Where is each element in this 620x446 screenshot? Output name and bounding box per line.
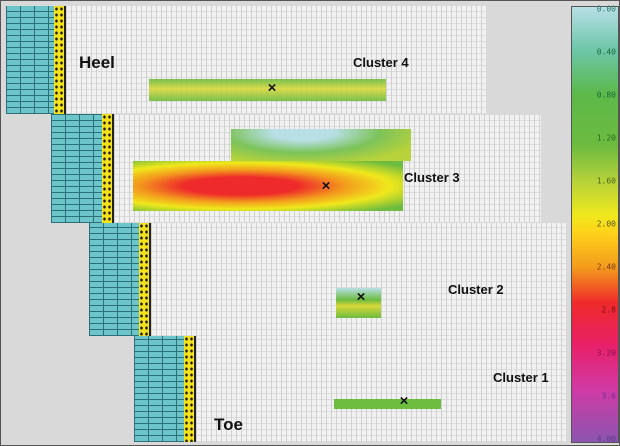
color-scale-tick: 0.00 [596,4,616,14]
color-scale-tick: 0.40 [596,47,616,57]
color-scale-tick: 3.6 [601,391,616,401]
cluster-2-marker: × [356,288,366,306]
color-scale-tick: 4.00 [596,434,616,444]
well-log-1 [134,336,196,442]
cluster-3-marker: × [321,177,331,195]
cluster-3-events-upper [231,129,411,161]
cluster-1-label: Cluster 1 [493,370,549,385]
cluster-4-label: Cluster 4 [353,55,409,70]
stage-panel-1 [196,336,566,442]
cluster-2-label: Cluster 2 [448,282,504,297]
color-scale-tick: 3.20 [596,348,616,358]
cluster-1-marker: × [399,392,409,410]
toe-label: Toe [214,415,243,434]
color-scale-tick: 1.20 [596,133,616,143]
color-scale-tick: 1.60 [596,176,616,186]
color-scale-bar: 0.00 0.40 0.80 1.20 1.60 2.00 2.40 2.8 3.20 3.6 4.… [571,4,619,444]
cluster-3-events-core [133,161,403,211]
cluster-1-events [334,399,441,409]
stage-panel-2 [151,223,566,336]
color-scale-tick: 2.8 [601,305,616,315]
heel-label: Heel [79,53,115,72]
cluster-4-events [149,79,386,101]
well-log-2 [89,223,151,336]
well-log-4 [6,6,66,114]
cluster-2-events [336,288,381,318]
well-log-3 [51,114,114,223]
color-scale-tick: 0.80 [596,90,616,100]
cluster-4-marker: × [267,79,277,97]
cluster-3-label: Cluster 3 [404,170,460,185]
stage-panel-4 [66,6,486,114]
color-scale-tick: 2.00 [596,219,616,229]
color-scale-tick: 2.40 [596,262,616,272]
